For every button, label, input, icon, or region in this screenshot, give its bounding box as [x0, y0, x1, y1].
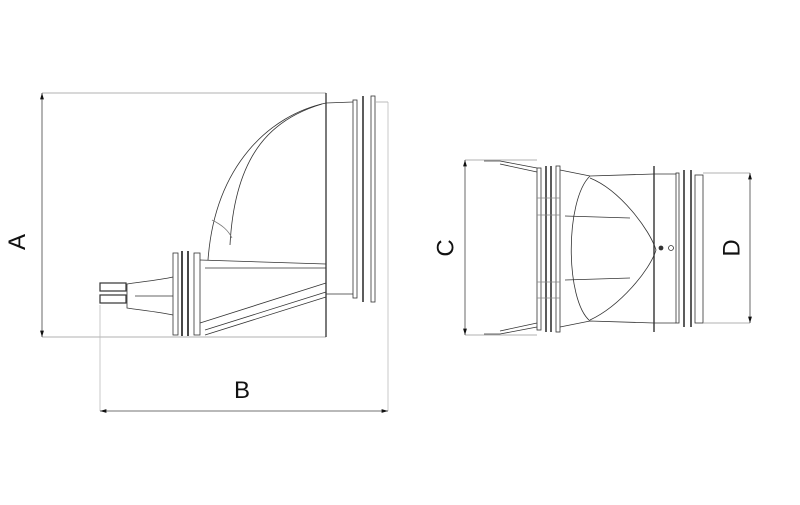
dimension-label-a: A — [4, 233, 32, 251]
dimension-label-d: D — [718, 239, 746, 257]
dimension-lines-right — [463, 160, 752, 335]
elbow-side-view — [42, 92, 389, 411]
dimension-label-c: C — [432, 239, 460, 257]
damper-front-view — [465, 159, 750, 336]
dimension-label-b: B — [234, 377, 251, 404]
dimension-lines-left — [40, 93, 388, 413]
